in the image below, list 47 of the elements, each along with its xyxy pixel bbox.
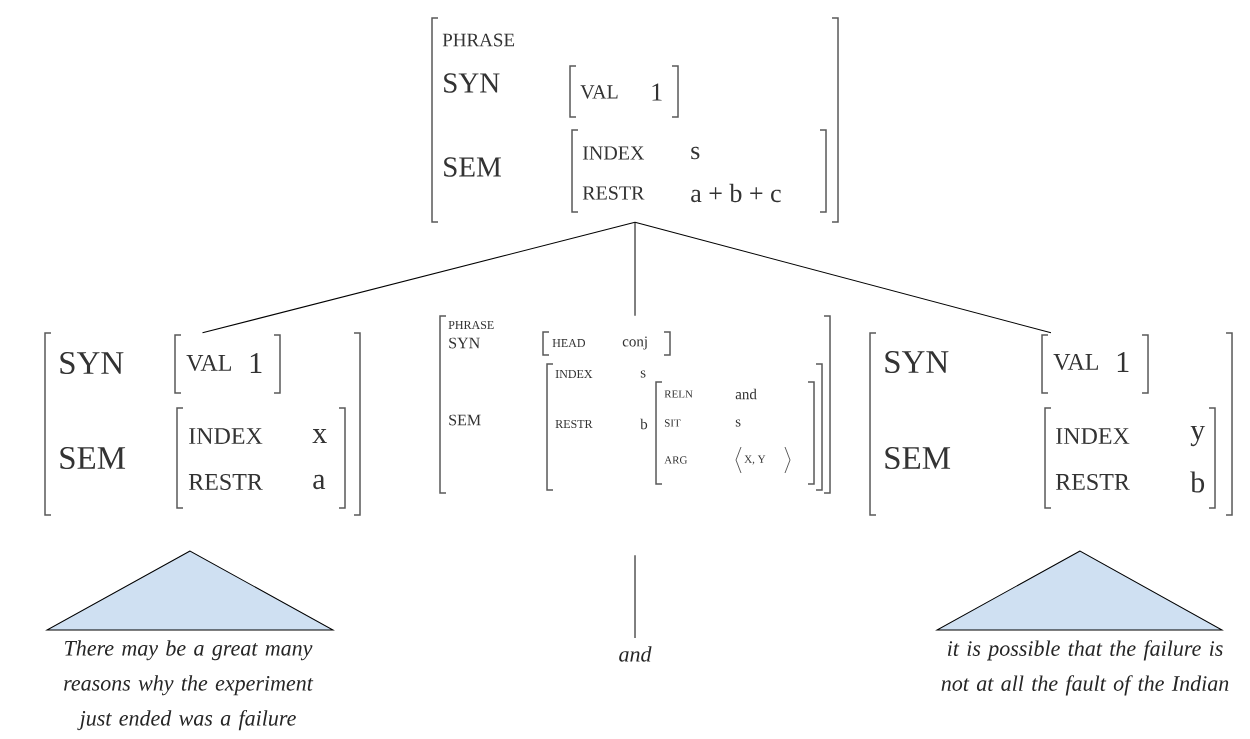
feature-name: INDEX [555, 370, 593, 378]
feature-name: SYN [60, 351, 124, 375]
feature-value: s [640, 370, 646, 378]
feature-value: X, Y [744, 455, 766, 465]
feature-name: INDEX [189, 428, 263, 444]
feature-name: HEAD [552, 339, 586, 347]
feature-name: RESTR [1055, 473, 1130, 491]
feature-name: PHRASE [442, 33, 515, 47]
feature-name: RESTR [555, 419, 593, 429]
feature-name: ARG [664, 456, 688, 464]
feature-name: VAL [186, 354, 231, 372]
feature-value: 1 [652, 83, 662, 101]
feature-name: SIT [664, 419, 681, 427]
feature-value: s [735, 419, 741, 427]
feature-value: b [1190, 471, 1205, 493]
feature-name: SEM [885, 446, 951, 470]
feature-value: s [691, 146, 700, 160]
feature-name: VAL [580, 85, 618, 99]
tree-branch [634, 554, 636, 639]
feature-value: conj [622, 336, 647, 350]
feature-name: RESTR [188, 473, 263, 491]
feature-value: a [313, 474, 326, 490]
feature-value: and [735, 388, 757, 400]
feature-name: SYN [444, 73, 500, 93]
feature-name: VAL [1053, 353, 1098, 371]
feature-name: INDEX [1056, 428, 1130, 444]
feature-name: SEM [60, 446, 126, 470]
feature-value: 1 [1117, 352, 1129, 372]
feature-name: SEM [444, 157, 501, 177]
feature-name: RESTR [582, 186, 645, 200]
sentence: There may be a great many reasons why the experiment just ended was a failure [64, 640, 314, 731]
feature-name: PHRASE [448, 320, 494, 330]
sentence: it is possible that the failure is not at all the fault of the Indian [941, 640, 1229, 696]
feature-value: b [640, 418, 648, 430]
feature-name: SYN [885, 350, 949, 374]
tree-branch [634, 221, 1052, 334]
feature-name: INDEX [582, 146, 645, 160]
feature-value: 1 [250, 353, 262, 373]
feature-value: x [312, 429, 327, 443]
feature-value: y [1190, 425, 1206, 447]
tree-branch [202, 221, 636, 334]
feature-name: RELN [664, 390, 693, 398]
tree-branch [634, 221, 636, 317]
word: and [619, 646, 652, 662]
feature-name: SEM [449, 414, 481, 426]
feature-value: a + b + c [691, 183, 781, 203]
feature-name: SYN [449, 337, 480, 349]
